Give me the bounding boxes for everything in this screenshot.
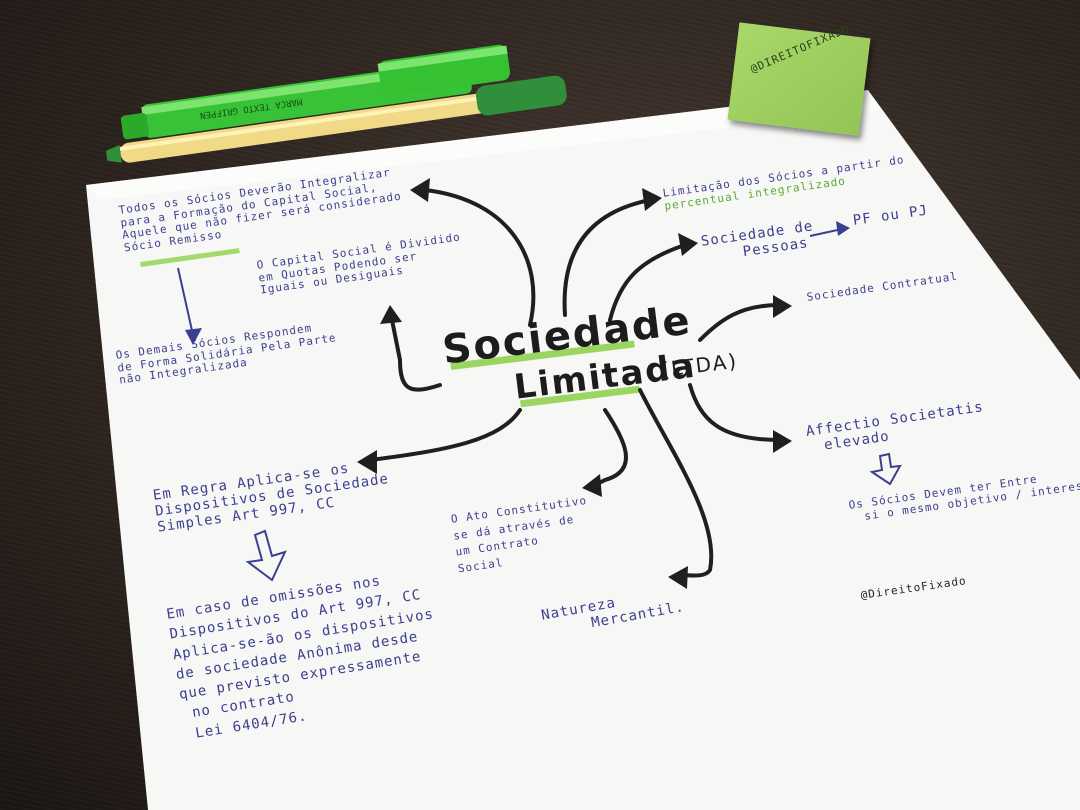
blue-arrows <box>177 228 843 336</box>
paper-sheet <box>86 90 1080 810</box>
yellow-pen <box>106 75 567 163</box>
sticky-note-text: @DIREITOFIXADO <box>748 22 852 76</box>
green-highlighter: MARCA TEXTO GRIFPEN <box>120 44 511 140</box>
sticky-note: @DIREITOFIXADO <box>727 22 871 136</box>
double-arrows <box>245 452 902 582</box>
arrow-heads <box>357 178 792 589</box>
mindmap-arrows <box>368 188 782 578</box>
